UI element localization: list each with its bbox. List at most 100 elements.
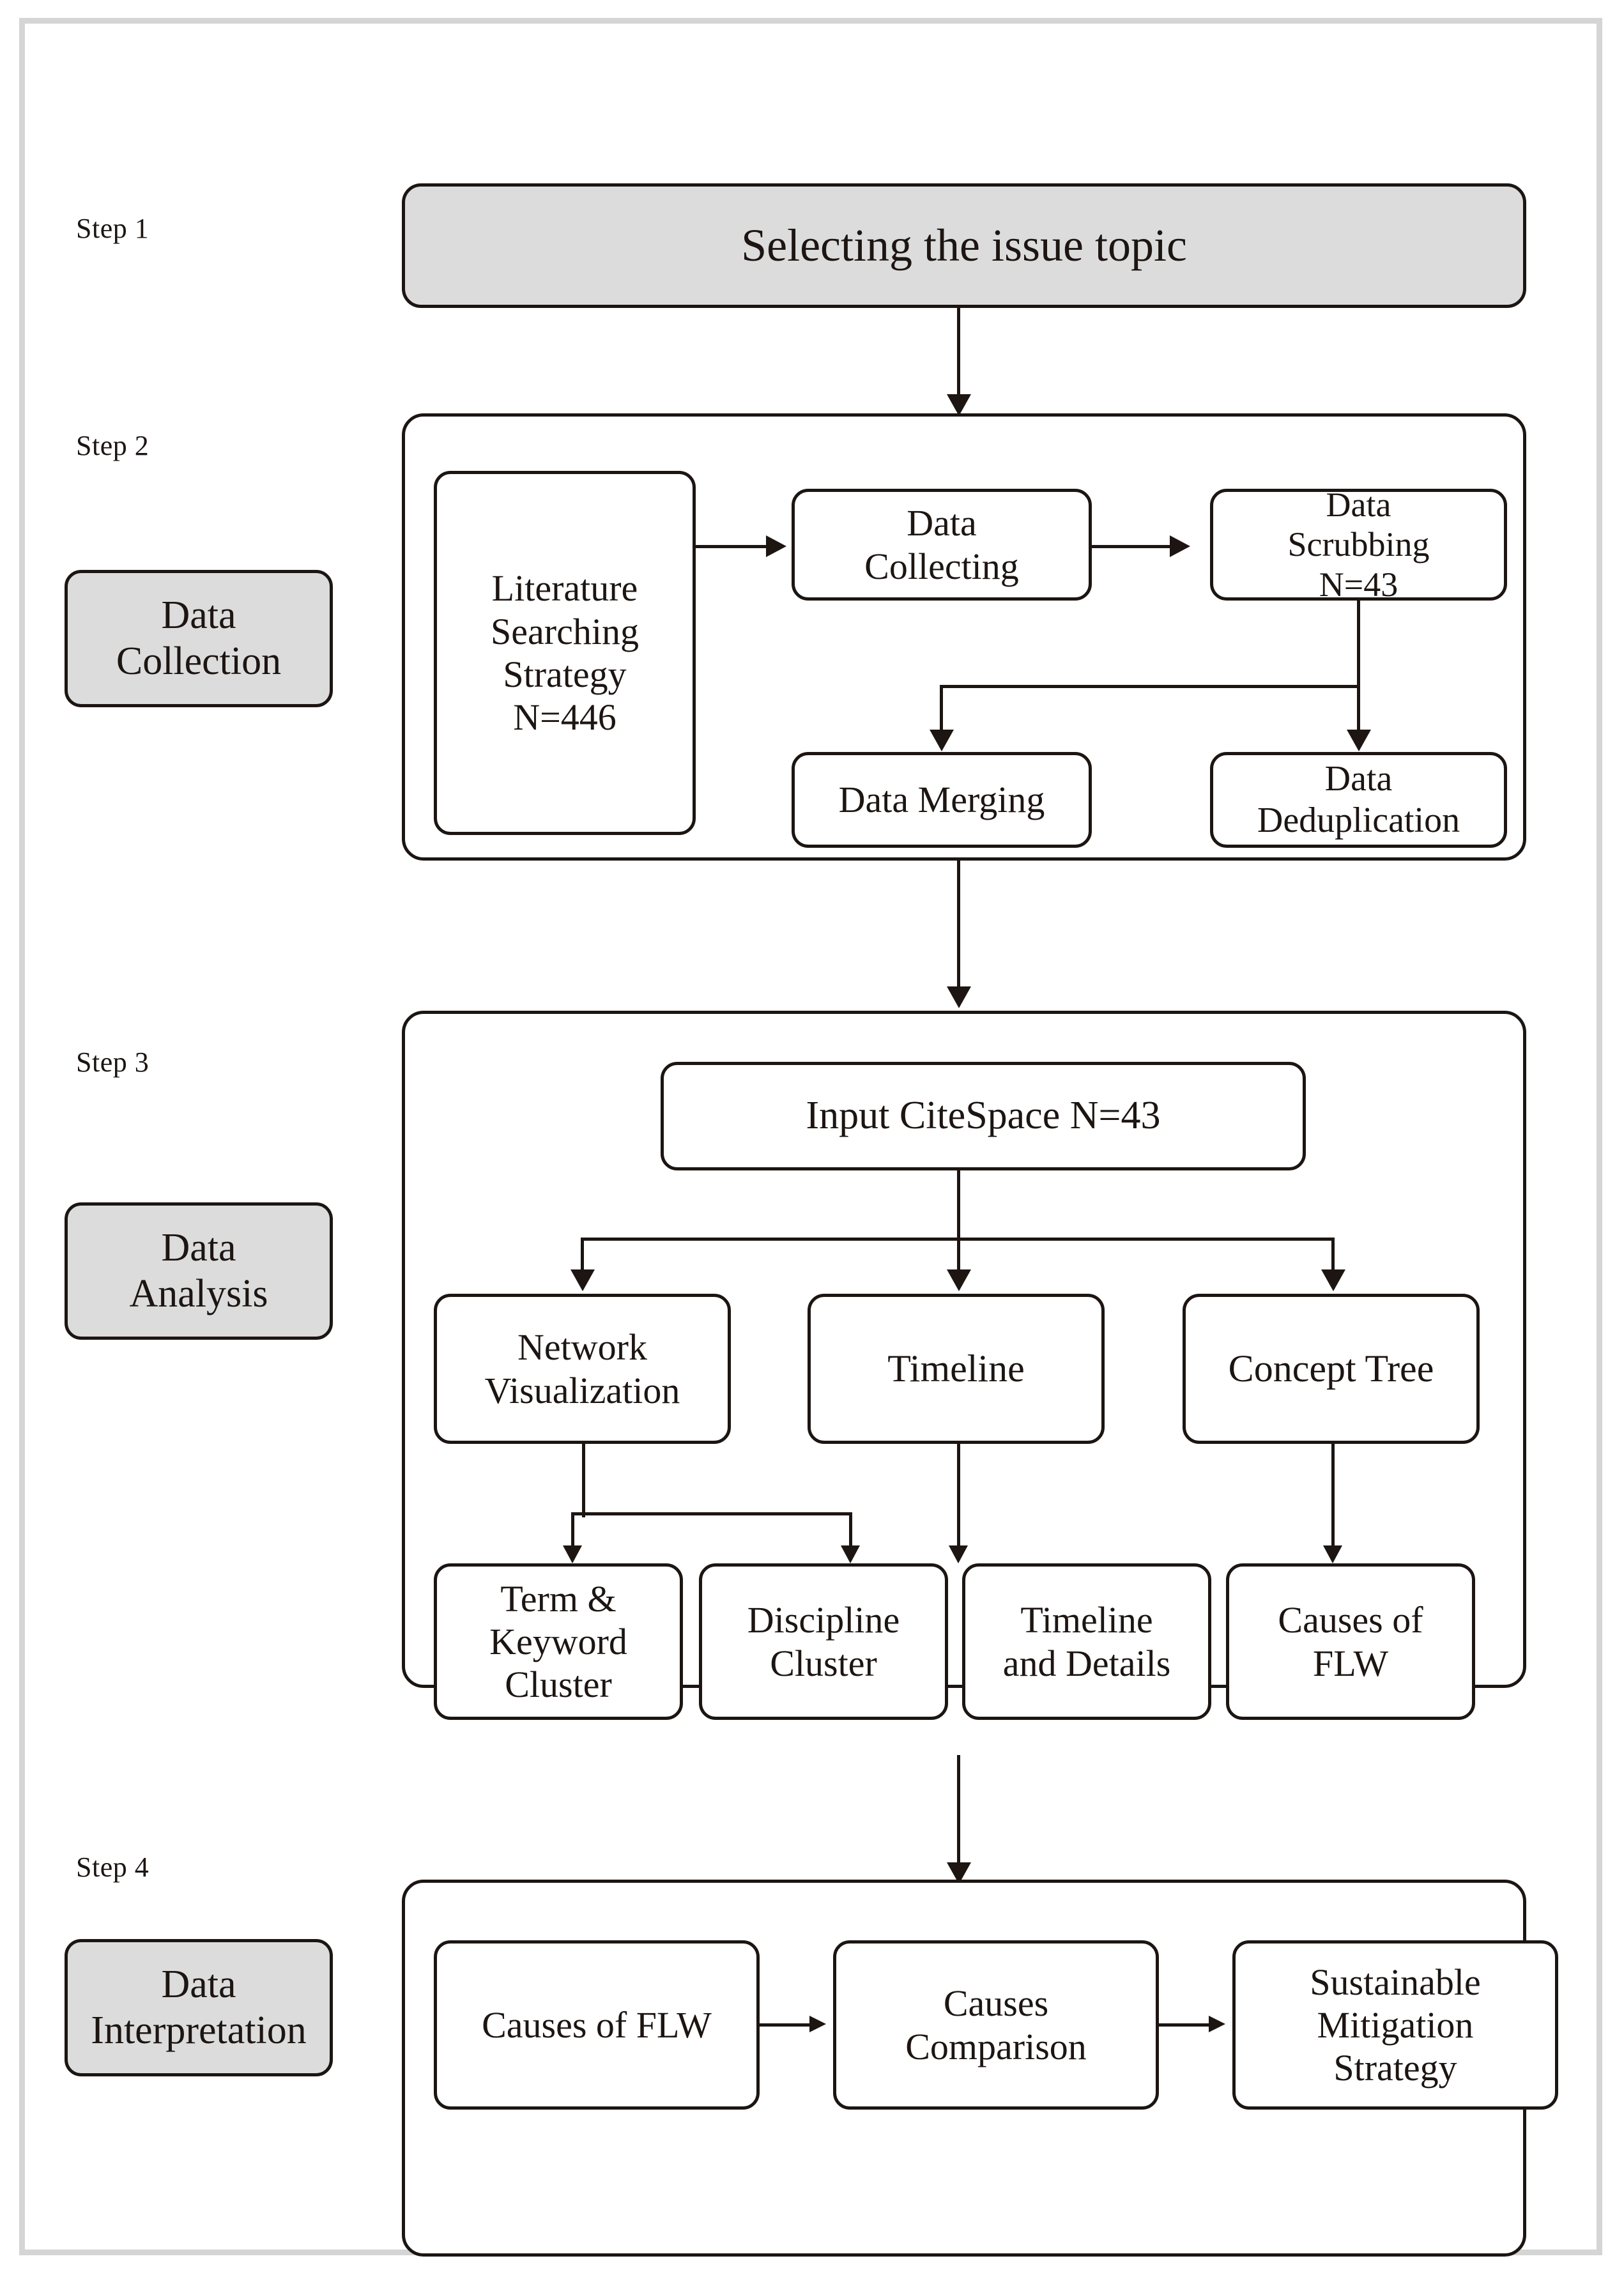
node-text-line-1: Literature xyxy=(491,567,638,610)
node-text-line-2: Visualization xyxy=(484,1369,680,1411)
connector-literature-to-collecting-line xyxy=(696,545,772,548)
phase-label-data-analysis: Data Analysis xyxy=(65,1202,333,1340)
step-3-label: Step 3 xyxy=(76,1046,149,1078)
connector-networkvis-left-drop xyxy=(571,1512,574,1552)
node-text: Timeline xyxy=(887,1347,1025,1390)
phase-label-line-2: Interpretation xyxy=(91,2008,307,2052)
node-data-collecting: Data Collecting xyxy=(792,489,1092,601)
node-text-line-3: N=43 xyxy=(1319,565,1398,604)
node-timeline-and-details: Timeline and Details xyxy=(962,1563,1211,1720)
node-text-line-2: and Details xyxy=(1002,1642,1171,1684)
connector-branch-right-drop-3 xyxy=(1331,1238,1335,1276)
figure-frame: Step 1 Selecting the issue topic Step 2 … xyxy=(19,18,1602,2257)
connector-step1-to-step2-arrowhead xyxy=(947,394,971,416)
node-concept-tree: Concept Tree xyxy=(1183,1294,1480,1444)
node-data-deduplication: Data Deduplication xyxy=(1210,752,1507,848)
node-text-line-1: Discipline xyxy=(747,1599,900,1641)
node-text: Concept Tree xyxy=(1228,1347,1434,1390)
node-text-line-2: FLW xyxy=(1312,1642,1389,1684)
node-data-scrubbing: Data Scrubbing N=43 xyxy=(1210,485,1507,604)
node-text: Causes of FLW xyxy=(482,2004,712,2046)
connector-networkvis-right-drop xyxy=(849,1512,852,1552)
node-text: Selecting the issue topic xyxy=(741,219,1187,271)
connector-timeline-down-line xyxy=(957,1444,960,1549)
step-2-label: Step 2 xyxy=(76,430,149,461)
connector-comparison-to-strategy-arrowhead xyxy=(1209,2016,1225,2032)
node-network-visualization: Network Visualization xyxy=(434,1294,731,1444)
connector-concepttree-down-line xyxy=(1331,1444,1335,1549)
connector-comparison-to-strategy-line xyxy=(1159,2023,1220,2027)
connector-collecting-to-scrubbing-arrowhead xyxy=(1170,535,1190,557)
node-data-merging: Data Merging xyxy=(792,752,1092,848)
node-text-line-2: Collecting xyxy=(864,545,1019,587)
node-causes-of-flw: Causes of FLW xyxy=(434,1940,760,2110)
node-text-line-1: Causes xyxy=(943,1982,1049,2025)
node-text-line-1: Data xyxy=(907,502,977,544)
connector-networkvis-down-line xyxy=(582,1444,585,1517)
connector-collecting-to-scrubbing-line xyxy=(1092,545,1175,548)
node-timeline: Timeline xyxy=(808,1294,1105,1444)
connector-literature-to-collecting-arrowhead xyxy=(766,535,786,557)
connector-causes-to-comparison-line xyxy=(760,2023,820,2027)
step-4-label: Step 4 xyxy=(76,1851,149,1883)
connector-to-timeline-details-arrowhead xyxy=(949,1545,968,1563)
connector-scrubbing-down-line xyxy=(1357,601,1360,688)
node-text: Input CiteSpace N=43 xyxy=(806,1094,1161,1138)
connector-to-causes-of-flw-arrowhead xyxy=(1323,1545,1342,1563)
node-causes-comparison: Causes Comparison xyxy=(833,1940,1159,2110)
connector-causes-to-comparison-arrowhead xyxy=(809,2016,826,2032)
phase-label-line-1: Data xyxy=(161,593,236,637)
connector-to-term-keyword-cluster-arrowhead xyxy=(563,1545,582,1563)
node-literature-searching-strategy: Literature Searching Strategy N=446 xyxy=(434,471,696,835)
node-causes-of-flw-analysis: Causes of FLW xyxy=(1226,1563,1475,1720)
node-text-line-2: Deduplication xyxy=(1257,801,1460,840)
phase-label-line-2: Analysis xyxy=(129,1271,268,1315)
node-text-line-1: Timeline xyxy=(1020,1599,1153,1641)
node-text-line-1: Network xyxy=(517,1326,647,1368)
connector-branch-center-drop-3 xyxy=(957,1238,960,1276)
connector-to-timeline-arrowhead xyxy=(947,1269,971,1291)
node-text-line-2: Keyword xyxy=(489,1620,627,1662)
node-text-line-1: Sustainable xyxy=(1310,1961,1481,2003)
connector-step1-to-step2-line xyxy=(957,308,960,402)
connector-step3-to-step4-line xyxy=(957,1755,960,1870)
connector-to-discipline-cluster-arrowhead xyxy=(841,1545,860,1563)
node-text-line-2: Scrubbing xyxy=(1287,525,1430,564)
node-text-line-1: Causes of xyxy=(1278,1599,1423,1641)
connector-scrubbing-branch-bar xyxy=(940,685,1360,688)
node-text-line-2: Searching xyxy=(491,610,639,652)
connector-to-network-visualization-arrowhead xyxy=(571,1269,595,1291)
node-text-line-3: Cluster xyxy=(505,1664,612,1706)
node-text: Data Merging xyxy=(838,779,1045,821)
phase-label-data-interpretation: Data Interpretation xyxy=(65,1939,333,2076)
connector-citespace-down-line xyxy=(957,1170,960,1241)
connector-branch-right-drop xyxy=(1357,685,1360,736)
connector-to-data-merging-arrowhead xyxy=(930,730,954,751)
node-text-line-1: Data xyxy=(1324,759,1393,799)
node-text-line-2: Comparison xyxy=(905,2025,1087,2067)
node-text-line-4: N=446 xyxy=(513,696,617,739)
phase-label-line-1: Data xyxy=(161,1225,236,1269)
node-input-citespace: Input CiteSpace N=43 xyxy=(661,1062,1306,1170)
node-sustainable-mitigation-strategy: Sustainable Mitigation Strategy xyxy=(1232,1940,1558,2110)
node-term-keyword-cluster: Term & Keyword Cluster xyxy=(434,1563,683,1720)
connector-step2-to-step3-arrowhead xyxy=(947,986,971,1008)
phase-label-line-1: Data xyxy=(161,1962,236,2006)
node-selecting-the-issue-topic: Selecting the issue topic xyxy=(402,183,1526,308)
connector-to-concept-tree-arrowhead xyxy=(1321,1269,1345,1291)
node-discipline-cluster: Discipline Cluster xyxy=(699,1563,948,1720)
phase-label-line-2: Collection xyxy=(116,639,282,683)
node-text-line-1: Data xyxy=(1326,485,1391,524)
node-text-line-2: Cluster xyxy=(770,1642,877,1684)
step-1-label: Step 1 xyxy=(76,213,149,244)
node-text-line-3: Strategy xyxy=(1333,2047,1457,2089)
node-text-line-2: Mitigation xyxy=(1317,2004,1474,2046)
phase-label-data-collection: Data Collection xyxy=(65,570,333,707)
connector-networkvis-branch-bar xyxy=(571,1512,852,1515)
connector-branch-left-drop-3 xyxy=(581,1238,584,1276)
node-text-line-1: Term & xyxy=(500,1577,617,1620)
connector-to-data-deduplication-arrowhead xyxy=(1347,730,1371,751)
node-text-line-3: Strategy xyxy=(503,654,627,695)
connector-step2-to-step3-line xyxy=(957,861,960,995)
